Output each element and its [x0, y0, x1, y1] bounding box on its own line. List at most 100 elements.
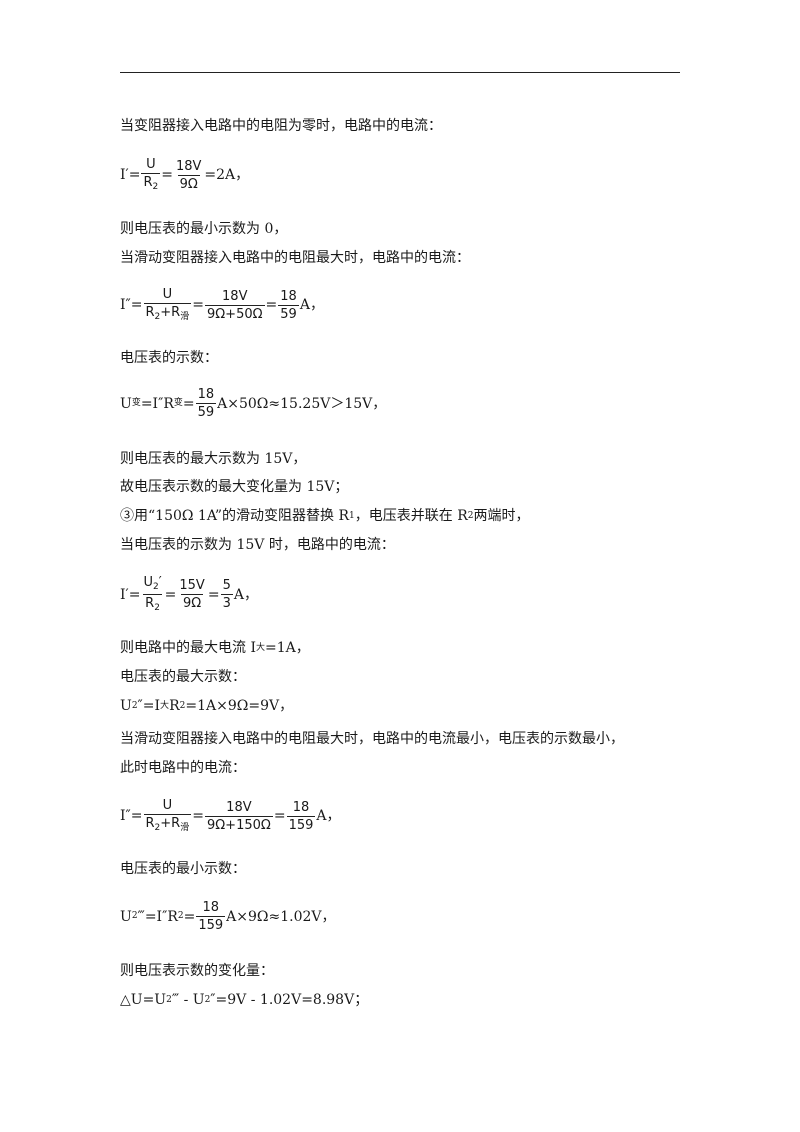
eq-lhs: I″= — [120, 297, 143, 313]
text: 两端时， — [473, 508, 530, 524]
num-text: U — [143, 575, 153, 590]
text: =1A， — [265, 640, 310, 656]
subscript: 2 — [467, 510, 474, 521]
numerator: 18V — [222, 288, 248, 304]
subscript: 2 — [154, 312, 161, 322]
text: 则电压表的最小示数为 0， — [120, 221, 288, 237]
fraction: 15V 9Ω — [177, 579, 206, 610]
equals: = — [182, 395, 195, 412]
eq-lhs: I′= — [120, 586, 141, 603]
text: 当电压表的示数为 15V 时，电路中的电流： — [120, 537, 395, 553]
text: 当滑动变阻器接入电路中的电阻最大时，电路中的电流最小，电压表的示数最小， — [120, 731, 624, 747]
text: 此时电路中的电流： — [120, 760, 246, 776]
header-rule — [120, 72, 680, 73]
subscript: 2 — [154, 823, 161, 833]
text-line-5: 则电压表的最大示数为 15V， — [120, 452, 306, 466]
text: ③用“150Ω 1A”的滑动变阻器替换 R — [120, 508, 350, 524]
denominator: 9Ω — [181, 594, 204, 611]
numerator: 18 — [197, 387, 215, 402]
fraction: 5 3 — [220, 579, 233, 611]
denominator: 159 — [196, 916, 226, 933]
text: =1A×9Ω=9V， — [185, 698, 294, 714]
equation-5: I″= U R2+R滑 = 18V 9Ω+150Ω = 18 159 A， — [120, 799, 341, 833]
text: ″=I — [137, 698, 161, 714]
subscript: 大 — [160, 700, 170, 711]
den-text: R — [145, 816, 155, 831]
den-text: R — [143, 175, 153, 190]
text: 电压表的最小示数： — [120, 861, 246, 877]
text-line-6: 故电压表示数的最大变化量为 15V； — [120, 480, 348, 494]
text-line-1: 当变阻器接入电路中的电阻为零时，电路中的电流： — [120, 119, 442, 133]
text: 当滑动变阻器接入电路中的电阻最大时，电路中的电流： — [120, 250, 470, 266]
numerator: 18 — [280, 288, 297, 304]
text: U — [120, 698, 132, 714]
subscript: 2 — [177, 911, 184, 921]
denominator: R2 — [143, 594, 162, 613]
text: ‴ - U — [171, 992, 205, 1008]
equals: = — [265, 297, 278, 313]
text: 则电压表的最大示数为 15V， — [120, 451, 307, 467]
den-text: R — [145, 596, 155, 611]
eq-tail: A×9Ω≈1.02V， — [226, 908, 336, 925]
subscript: 变 — [131, 398, 141, 408]
fraction: 18V 9Ω — [174, 160, 203, 191]
fraction: 18V 9Ω+50Ω — [204, 288, 265, 322]
numerator: U — [162, 287, 173, 302]
denominator: 9Ω+150Ω — [204, 815, 273, 833]
den-text: +R — [160, 305, 181, 320]
text-line-12: 当滑动变阻器接入电路中的电阻最大时，电路中的电流最小，电压表的示数最小， — [120, 732, 624, 746]
equation-4: I′= U2′ R2 = 15V 9Ω = 5 3 A， — [120, 576, 258, 613]
equation-1: I′= U R2 = 18V 9Ω =2A， — [120, 158, 249, 192]
numerator: 18V — [175, 158, 202, 174]
subscript: 2 — [179, 700, 186, 711]
equals: = — [192, 808, 204, 824]
text: ″=9V - 1.02V=8.98V； — [210, 992, 369, 1008]
fraction: 18 159 — [196, 900, 226, 933]
fraction: 18V 9Ω+150Ω — [204, 799, 273, 833]
subscript: 2 — [166, 994, 172, 1005]
subscript: 2 — [154, 603, 160, 613]
equation-3: U 变=I″R 变 = 18 59 A×50Ω≈15.25V＞15V， — [120, 388, 386, 419]
equals: = — [207, 586, 220, 603]
fraction: U R2 — [141, 158, 161, 192]
subscript: 滑 — [180, 312, 190, 322]
equation-2: I″= U R2+R滑 = 18V 9Ω+50Ω = 18 59 A， — [120, 288, 324, 322]
denominator: 9Ω+50Ω — [204, 304, 265, 322]
text: 电压表的最大示数： — [120, 669, 246, 685]
text: 电压表的示数： — [120, 350, 218, 366]
fraction: 18 59 — [195, 387, 217, 419]
text-line-3: 当滑动变阻器接入电路中的电阻最大时，电路中的电流： — [120, 251, 470, 265]
numerator: U — [162, 798, 173, 813]
eq-lhs: I′= — [120, 167, 141, 183]
equals: = — [273, 808, 286, 824]
numerator: 18 — [202, 900, 220, 915]
eq-lhs: U — [120, 395, 132, 412]
denominator: 9Ω — [177, 174, 200, 192]
subscript: 2 — [152, 582, 159, 592]
text: 故电压表示数的最大变化量为 15V； — [120, 479, 349, 495]
denominator: R2 — [141, 173, 161, 192]
subscript: 1 — [349, 510, 355, 521]
fraction: U R2+R滑 — [143, 287, 192, 322]
eq-tail: A， — [316, 808, 341, 824]
denominator: 3 — [220, 594, 233, 611]
num-text: ′ — [158, 575, 162, 590]
text: 当变阻器接入电路中的电阻为零时，电路中的电流： — [120, 118, 442, 134]
denominator: R2+R滑 — [143, 814, 192, 833]
eq-tail: A×50Ω≈15.25V＞15V， — [217, 395, 387, 412]
text: ，电压表并联在 R — [354, 508, 468, 524]
den-text: +R — [160, 816, 181, 831]
denominator: 59 — [278, 304, 299, 322]
eq-lhs: U — [120, 908, 132, 925]
fraction: U R2+R滑 — [143, 798, 192, 833]
eq-lhs: =I″R — [140, 395, 174, 412]
eq-tail: A， — [299, 297, 324, 313]
fraction: U2′ R2 — [141, 576, 163, 613]
numerator: 18V — [226, 799, 252, 815]
equals: = — [161, 167, 173, 183]
